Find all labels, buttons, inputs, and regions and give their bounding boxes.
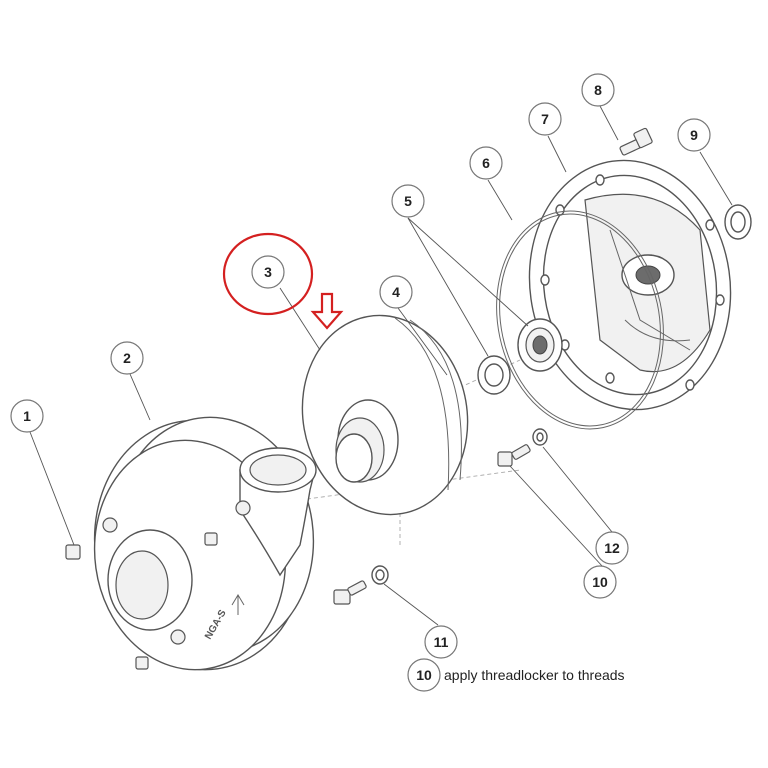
svg-text:5: 5 [404,193,412,209]
svg-text:2: 2 [123,350,131,366]
callout-6: 6 [469,146,503,180]
callout-2: 2 [110,341,144,375]
svg-text:10: 10 [592,574,608,590]
casing-bolt-bosses [102,500,251,645]
callout-10-right: 10 [583,565,617,599]
part-11-washer [371,565,389,585]
part-5-seal [477,318,563,395]
part-1-plug [65,544,81,560]
svg-text:11: 11 [434,634,449,650]
svg-text:12: 12 [604,540,620,556]
highlight-annotations [222,232,344,330]
part-10-bolt-lower [333,580,367,605]
part-3-impeller [301,314,469,516]
bracket-bolt-holes [540,174,725,391]
svg-text:10: 10 [416,667,432,683]
down-arrow-icon [310,292,344,330]
callout-9: 9 [677,118,711,152]
threadlocker-note: apply threadlocker to threads [444,667,625,683]
part-2-casing: NGA-S [93,416,317,671]
svg-text:4: 4 [392,284,400,300]
callout-3: 3 [251,255,285,289]
part-12-washer [532,428,548,446]
callout-11: 11 [424,625,458,659]
callout-7: 7 [528,102,562,136]
part-10-bolt-right [497,444,531,467]
part-7-bracket [528,159,732,411]
part-6-o-ring [496,210,664,430]
svg-text:8: 8 [594,82,602,98]
callout-1: 1 [10,399,44,433]
callout-12: 12 [595,531,629,565]
callout-4: 4 [379,275,413,309]
callout-10-lower: 10 [407,658,441,692]
svg-text:7: 7 [541,111,549,127]
svg-text:6: 6 [482,155,490,171]
callout-5: 5 [391,184,425,218]
svg-text:9: 9 [690,127,698,143]
part-8-bolt [619,127,653,156]
callouts: 1 2 3 4 5 6 7 8 [10,73,711,692]
svg-text:1: 1 [23,408,31,424]
svg-text:3: 3 [264,264,272,280]
casing-drain-plugs [135,532,218,670]
highlight-circle [222,232,314,316]
callout-8: 8 [581,73,615,107]
leader-lines [29,105,733,626]
part-9-washer [724,204,752,240]
